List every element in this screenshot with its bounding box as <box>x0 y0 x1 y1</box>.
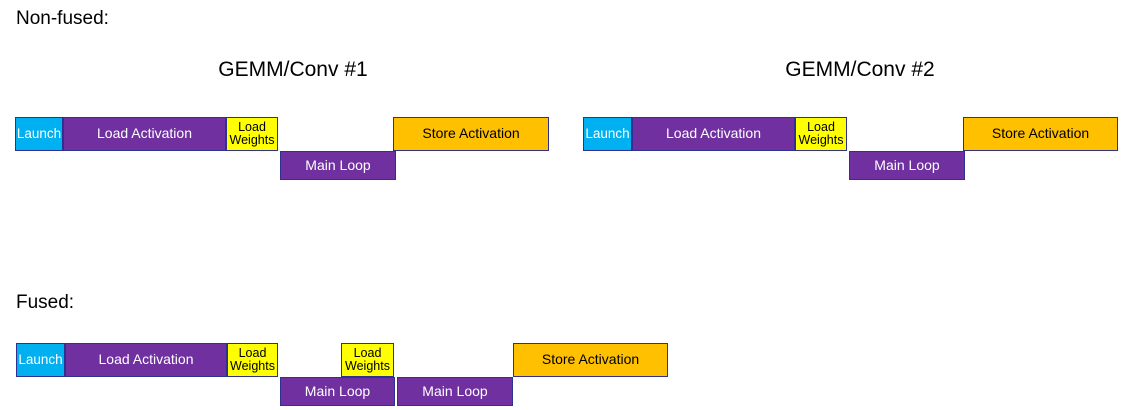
block-load-activation: Load Activation <box>63 117 226 151</box>
block-load-weights: Load Weights <box>341 343 394 377</box>
gemm-conv-title-1: GEMM/Conv #1 <box>218 58 368 81</box>
block-main-loop: Main Loop <box>280 151 396 180</box>
block-main-loop: Main Loop <box>280 377 395 406</box>
block-store-activation: Store Activation <box>513 343 668 377</box>
block-store-activation: Store Activation <box>393 117 549 151</box>
block-main-loop: Main Loop <box>397 377 513 406</box>
block-launch: Launch <box>15 117 63 151</box>
block-load-weights: Load Weights <box>795 117 847 151</box>
block-launch: Launch <box>583 117 632 151</box>
block-load-weights: Load Weights <box>227 343 278 377</box>
block-load-activation: Load Activation <box>632 117 795 151</box>
block-main-loop: Main Loop <box>849 151 965 180</box>
block-load-activation: Load Activation <box>65 343 227 377</box>
block-store-activation: Store Activation <box>963 117 1118 151</box>
block-launch: Launch <box>16 343 65 377</box>
gemm-conv-title-2: GEMM/Conv #2 <box>785 58 935 81</box>
section-label-fused: Fused: <box>16 292 75 313</box>
section-label-non-fused: Non-fused: <box>16 8 109 29</box>
block-load-weights: Load Weights <box>226 117 278 151</box>
